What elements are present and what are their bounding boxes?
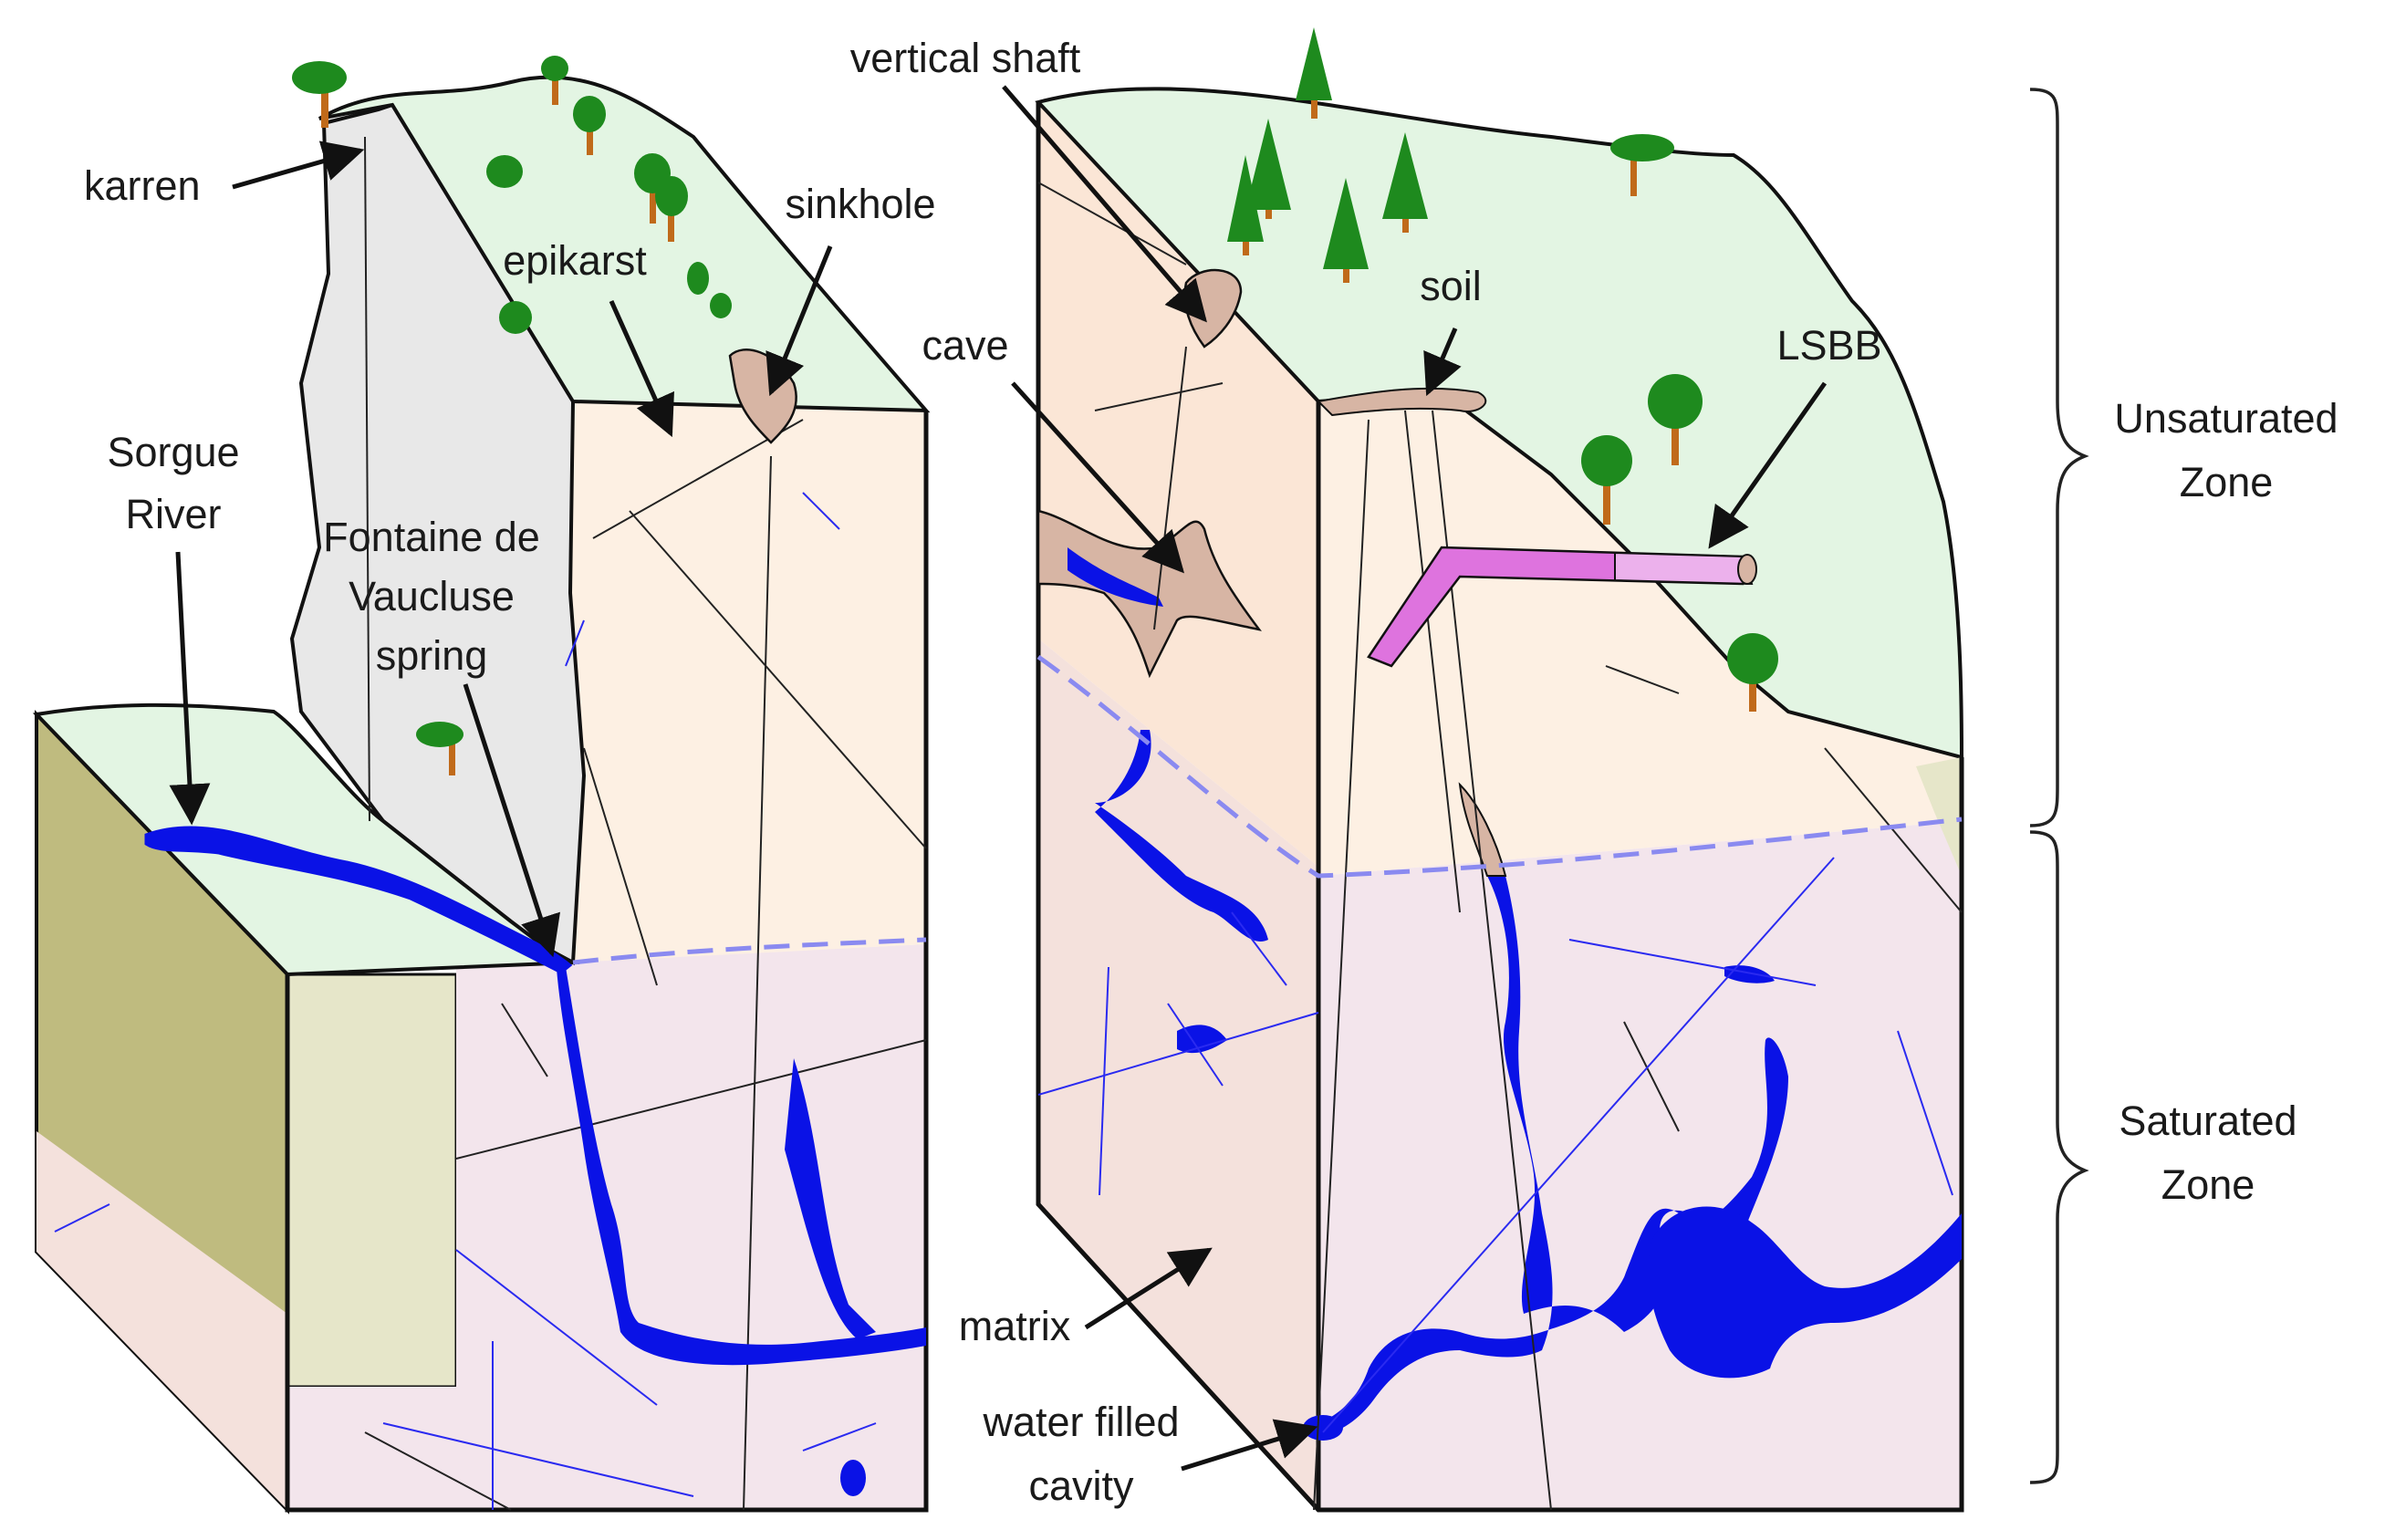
tree-icon: [1610, 134, 1674, 196]
right-feeder-conduit: [1458, 782, 1507, 877]
unsaturated-brace: [2029, 88, 2089, 827]
label-water-filled-cavity-line2: cavity: [1028, 1462, 1134, 1509]
right-back-sediment: [1916, 757, 1962, 876]
tree-icon: [292, 61, 347, 128]
arrow-cave: [1011, 381, 1185, 574]
right-front-unsaturated: [1318, 392, 1962, 876]
lsbb-tunnel-end: [1737, 554, 1757, 585]
tree-icon: [1581, 435, 1632, 525]
label-arrows: [169, 85, 1828, 1472]
label-water-filled-cavity-line1: water filled: [983, 1399, 1180, 1445]
arrow-karren: [232, 140, 365, 190]
conifer-icon: [1296, 27, 1332, 119]
label-vertical-shaft: vertical shaft: [849, 35, 1081, 81]
tree-icon: [416, 722, 463, 775]
right-main-conduit: [1318, 876, 1788, 1437]
side-conduit: [1068, 547, 1163, 607]
left-cavity: [840, 1460, 866, 1496]
tree-icon: [1648, 374, 1703, 465]
side-saturated-conduit: [1095, 730, 1268, 942]
trees: [292, 27, 1778, 775]
label-karren: karren: [84, 162, 201, 209]
right-fractures: [1037, 182, 1963, 1511]
left-secondary-conduit: [785, 1058, 876, 1339]
left-fractures: [364, 136, 927, 1511]
arrow-matrix: [1084, 1247, 1213, 1330]
right-block: [1035, 87, 1964, 1513]
label-sorgue-river-line2: River: [125, 491, 222, 537]
zone-braces: [2029, 88, 2089, 1484]
left-top-surface: [318, 75, 931, 413]
arrow-lsbb: [1708, 381, 1828, 549]
left-blue-fractures: [54, 492, 877, 1510]
arrow-soil: [1423, 328, 1462, 397]
bush-icon: [486, 155, 523, 188]
saturated-brace: [2029, 830, 2089, 1484]
right-front-saturated: [1318, 821, 1962, 1510]
tree-icon: [655, 176, 688, 242]
arrow-epikarst: [609, 299, 674, 438]
label-sinkhole: sinkhole: [785, 181, 936, 227]
left-block-outline: [285, 411, 929, 1513]
right-top-surface: [1035, 87, 1964, 760]
arrow-sorgue-river: [169, 551, 211, 826]
tree-icon: [573, 96, 606, 155]
arrow-fontaine: [463, 683, 561, 958]
label-sorgue-river-line1: Sorgue: [107, 429, 240, 475]
label-matrix: matrix: [958, 1303, 1071, 1349]
right-side-face-unsaturated: [1038, 102, 1318, 867]
tree-icon: [1727, 633, 1778, 712]
left-front-unsaturated: [570, 401, 926, 962]
lsbb-tunnel-light: [1614, 551, 1754, 586]
label-saturated-zone-line1: Saturated: [2119, 1098, 2297, 1144]
conifer-icon: [1245, 119, 1291, 219]
label-unsaturated-zone-line1: Unsaturated: [2114, 395, 2338, 442]
label-fontaine-line1: Fontaine de: [323, 514, 540, 560]
sorgue-river: [144, 826, 573, 974]
side-cavity: [1177, 1025, 1227, 1054]
right-blue-fractures: [1037, 857, 1953, 1433]
conifer-icon: [1227, 155, 1264, 255]
label-fontaine-line2: Vaucluse: [349, 573, 515, 619]
label-fontaine-line3: spring: [375, 632, 488, 679]
label-epikarst: epikarst: [503, 237, 647, 284]
arrow-water-filled-cavity: [1181, 1419, 1318, 1472]
conifer-icon: [1323, 178, 1369, 283]
label-saturated-zone-line2: Zone: [2161, 1161, 2255, 1208]
label-soil: soil: [1420, 263, 1482, 309]
conifer-icon: [1382, 132, 1428, 233]
arrow-vertical-shaft: [1002, 85, 1207, 323]
arrow-sinkhole: [765, 245, 833, 397]
label-unsaturated-zone-line2: Zone: [2179, 459, 2274, 505]
left-water-table: [572, 937, 927, 965]
label-cave: cave: [922, 322, 1009, 369]
left-valley-front-face: [286, 973, 458, 1389]
label-lsbb: LSBB: [1776, 322, 1882, 369]
left-valley-side-bottom: [36, 1131, 287, 1510]
right-large-conduit: [1648, 1206, 1962, 1379]
bush-icon: [710, 293, 732, 318]
bush-icon: [687, 262, 709, 295]
bush-icon: [499, 301, 532, 334]
tree-icon: [541, 56, 568, 105]
left-block: [32, 75, 931, 1514]
right-side-face-saturated: [1038, 639, 1318, 1510]
